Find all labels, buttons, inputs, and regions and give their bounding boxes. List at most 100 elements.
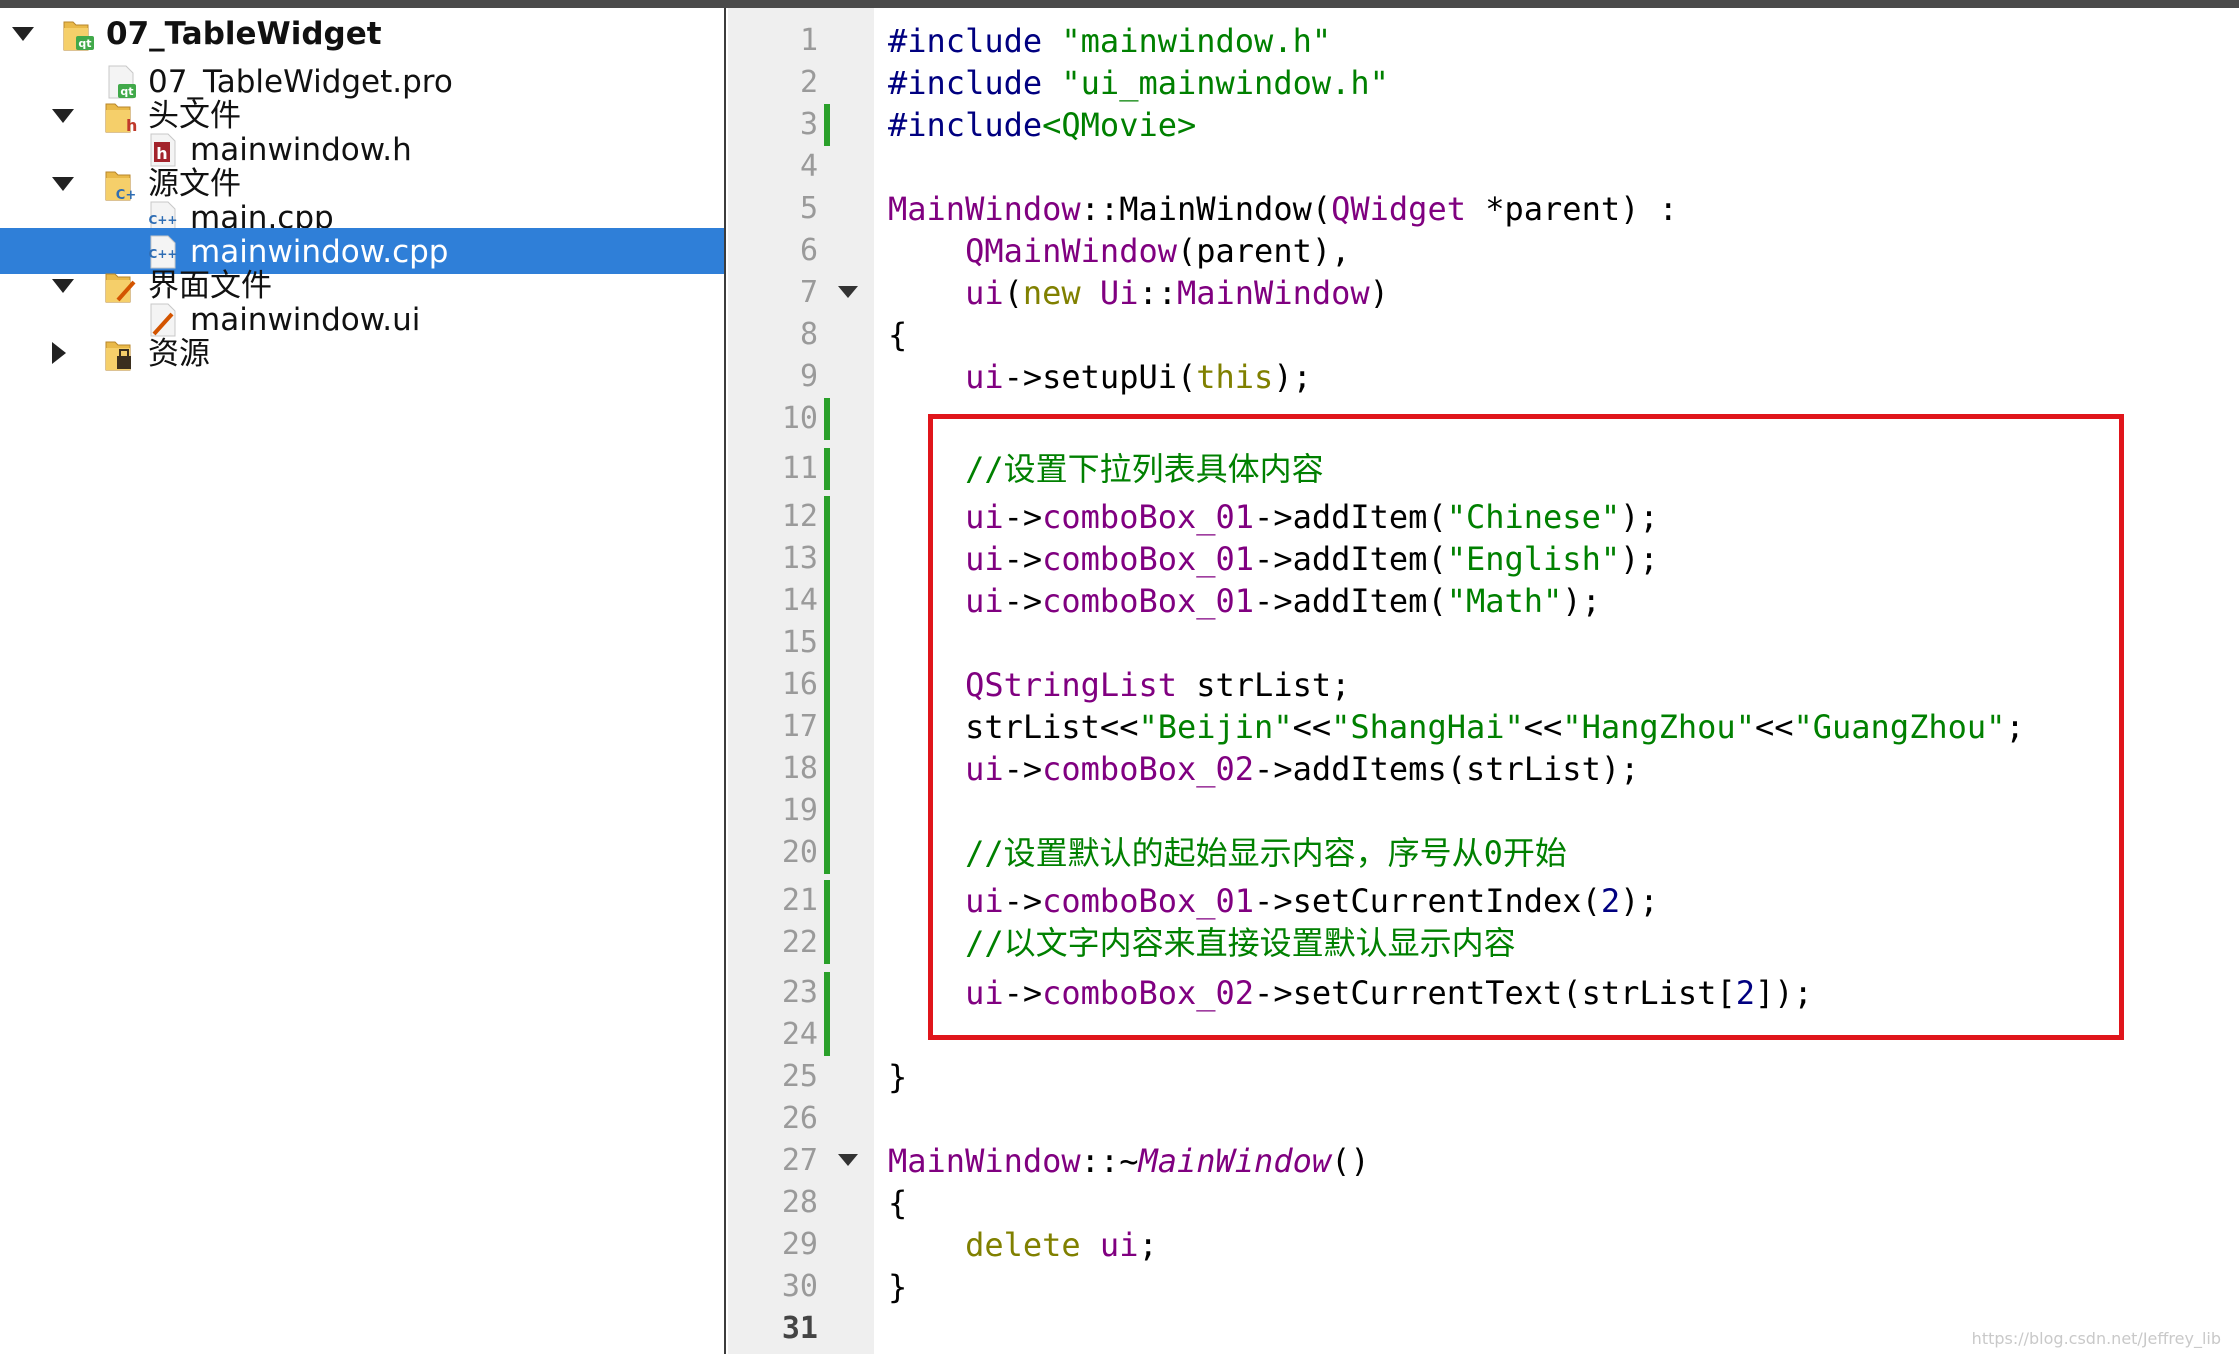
tree-item-label: 源文件: [148, 166, 241, 202]
expand-arrow-icon[interactable]: [52, 177, 74, 191]
code-line[interactable]: 10: [728, 398, 2239, 440]
code-token: ui: [1099, 1226, 1139, 1264]
code-token: );: [1273, 358, 1312, 396]
code-token: 2: [1600, 882, 1621, 920]
code-line[interactable]: 16 QStringList strList;: [728, 664, 2239, 706]
code-text: ui->comboBox_02->setCurrentText(strList[…: [888, 972, 1813, 1014]
code-line[interactable]: 24: [728, 1014, 2239, 1056]
tree-item[interactable]: mainwindow.ui: [0, 296, 724, 342]
code-line[interactable]: 17 strList<<"Beijin"<<"ShangHai"<<"HangZ…: [728, 706, 2239, 748]
code-line[interactable]: 9 ui->setupUi(this);: [728, 356, 2239, 398]
code-line[interactable]: 15: [728, 622, 2239, 664]
code-token: [888, 1226, 965, 1264]
code-line[interactable]: 30}: [728, 1266, 2239, 1308]
expand-arrow-icon[interactable]: [52, 109, 74, 123]
code-line[interactable]: 18 ui->comboBox_02->addItems(strList);: [728, 748, 2239, 790]
svg-text:h: h: [156, 144, 167, 163]
tree-item[interactable]: 界面文件: [0, 262, 724, 308]
code-line[interactable]: 13 ui->comboBox_01->addItem("English");: [728, 538, 2239, 580]
line-number: 29: [781, 1227, 818, 1262]
tree-item[interactable]: C++mainwindow.cpp: [0, 228, 724, 274]
code-line[interactable]: 11 //设置下拉列表具体内容: [728, 448, 2239, 490]
code-line[interactable]: 7 ui(new Ui::MainWindow): [728, 272, 2239, 314]
code-line[interactable]: 23 ui->comboBox_02->setCurrentText(strLi…: [728, 972, 2239, 1014]
code-line[interactable]: 25}: [728, 1056, 2239, 1098]
line-number: 3: [799, 107, 818, 142]
code-token: ->setupUi(: [1003, 358, 1197, 396]
code-line[interactable]: 22 //以文字内容来直接设置默认显示内容: [728, 922, 2239, 964]
code-line[interactable]: 6 QMainWindow(parent),: [728, 230, 2239, 272]
code-line[interactable]: 12 ui->comboBox_01->addItem("Chinese");: [728, 496, 2239, 538]
code-line[interactable]: 1#include "mainwindow.h": [728, 20, 2239, 62]
code-text: ui->comboBox_01->addItem("Chinese");: [888, 496, 1659, 538]
line-number: 18: [781, 751, 818, 786]
expand-arrow-icon[interactable]: [52, 279, 74, 293]
code-text: #include "ui_mainwindow.h": [888, 62, 1389, 104]
code-token: ->setCurrentText(strList[: [1254, 974, 1736, 1012]
modified-line-marker: [824, 448, 830, 490]
line-number: 30: [781, 1269, 818, 1304]
cpp-file-icon: C++: [146, 234, 180, 270]
fold-arrow-icon[interactable]: [838, 286, 858, 298]
code-line[interactable]: 29 delete ui;: [728, 1224, 2239, 1266]
tree-item[interactable]: C+ 源文件: [0, 160, 724, 206]
line-number: 23: [781, 975, 818, 1010]
modified-line-marker: [824, 538, 830, 580]
code-token: ->addItem(: [1254, 582, 1447, 620]
code-token: "ui_mainwindow.h": [1061, 64, 1389, 102]
code-token: QMainWindow: [965, 232, 1177, 270]
code-token: MainWindow(: [1119, 190, 1332, 228]
line-number: 25: [781, 1059, 818, 1094]
code-line[interactable]: 20 //设置默认的起始显示内容，序号从0开始: [728, 832, 2239, 874]
line-number: 7: [799, 275, 818, 310]
code-token: //设置下拉列表具体内容: [965, 450, 1324, 488]
code-token: }: [888, 1268, 908, 1306]
line-number: 28: [781, 1185, 818, 1220]
code-line[interactable]: 26: [728, 1098, 2239, 1140]
code-token: ui: [965, 974, 1004, 1012]
code-token: [888, 498, 965, 536]
code-token: strList;: [1176, 666, 1351, 704]
code-token: (): [1331, 1142, 1370, 1180]
code-line[interactable]: 4: [728, 146, 2239, 188]
line-number: 20: [781, 835, 818, 870]
code-token: ui: [965, 274, 1004, 312]
code-token: ]);: [1754, 974, 1813, 1012]
modified-line-marker: [824, 1014, 830, 1056]
code-line[interactable]: 14 ui->comboBox_01->addItem("Math");: [728, 580, 2239, 622]
code-line[interactable]: 8{: [728, 314, 2239, 356]
expand-arrow-icon[interactable]: [12, 27, 34, 41]
code-line[interactable]: 19: [728, 790, 2239, 832]
code-editor[interactable]: 1#include "mainwindow.h"2#include "ui_ma…: [728, 8, 2239, 1354]
modified-line-marker: [824, 496, 830, 538]
code-token: delete: [965, 1226, 1081, 1264]
code-text: //设置下拉列表具体内容: [888, 448, 1324, 490]
code-token: comboBox_01: [1042, 882, 1255, 920]
line-number: 8: [799, 317, 818, 352]
fold-arrow-icon[interactable]: [838, 1154, 858, 1166]
code-token: ::: [1080, 190, 1120, 228]
collapse-arrow-icon[interactable]: [52, 342, 66, 364]
tree-item[interactable]: 资源: [0, 330, 724, 376]
line-number-gutter[interactable]: [728, 8, 874, 1354]
code-line[interactable]: 2#include "ui_mainwindow.h": [728, 62, 2239, 104]
code-line[interactable]: 31: [728, 1308, 2239, 1350]
tree-item-label: 07_TableWidget: [106, 16, 382, 52]
code-text: MainWindow::MainWindow(QWidget *parent) …: [888, 188, 1678, 230]
source-folder-icon: C+: [104, 166, 138, 203]
code-text: #include<QMovie>: [888, 104, 1196, 146]
modified-line-marker: [824, 398, 830, 440]
code-line[interactable]: 21 ui->comboBox_01->setCurrentIndex(2);: [728, 880, 2239, 922]
code-token: [888, 540, 965, 578]
code-line[interactable]: 28{: [728, 1182, 2239, 1224]
line-number: 22: [781, 925, 818, 960]
svg-text:h: h: [126, 116, 137, 134]
code-line[interactable]: 3 #include<QMovie>: [728, 104, 2239, 146]
